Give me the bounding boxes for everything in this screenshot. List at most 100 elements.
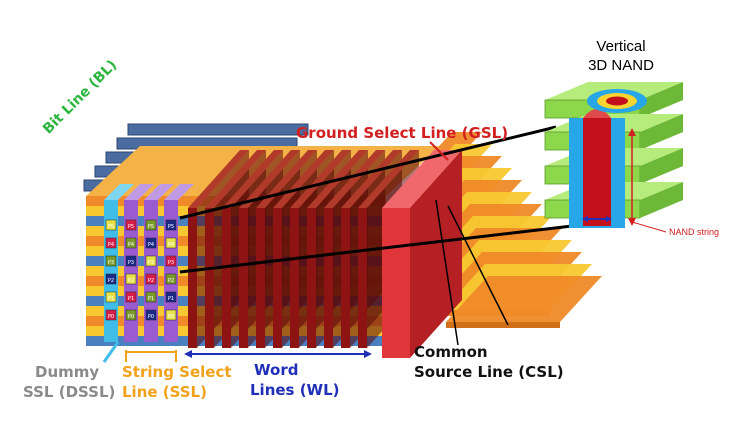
word-line-front xyxy=(307,208,316,348)
channel-cell xyxy=(105,291,117,303)
word-line-top xyxy=(239,150,300,208)
channel-cell xyxy=(165,309,177,321)
cell-label: P0 xyxy=(148,314,154,320)
callout-lines xyxy=(179,125,573,274)
channel-cell xyxy=(165,255,177,267)
word-lines xyxy=(188,150,419,348)
word-line-front xyxy=(273,208,282,348)
wl-label-line-2: Lines (WL) xyxy=(250,381,340,399)
plate-side xyxy=(640,182,683,218)
word-line-top xyxy=(188,150,249,208)
cell-label: P5 xyxy=(128,224,134,230)
channel-core xyxy=(583,118,611,226)
word-line-top xyxy=(256,150,317,208)
channel-cell xyxy=(165,291,177,303)
cell-label: P0 xyxy=(108,314,114,320)
channel-cell xyxy=(105,219,117,231)
ssl-label-line-1: String Select xyxy=(122,363,232,381)
cell-label: P1 xyxy=(108,296,114,302)
channel-cell xyxy=(125,237,137,249)
channel-cell xyxy=(105,309,117,321)
channel-cell xyxy=(125,291,137,303)
csl-label: Common Source Line (CSL) xyxy=(414,342,564,382)
cell-label: P1 xyxy=(168,296,174,302)
wl-label-line-1: Word xyxy=(254,361,299,379)
stair-top xyxy=(446,276,602,322)
channel-cell xyxy=(145,255,157,267)
nand-string-label: NAND string xyxy=(669,227,720,237)
csl-leader xyxy=(435,199,459,346)
ssl-label: String Select Line (SSL) xyxy=(122,362,232,402)
word-line-top xyxy=(324,150,385,208)
top-ring-core xyxy=(606,96,628,106)
dssl-label-line-1: Dummy xyxy=(35,363,100,381)
plate-side xyxy=(640,148,683,184)
plate-side xyxy=(640,82,683,118)
channel-cell xyxy=(125,309,137,321)
dssl-column xyxy=(104,184,134,342)
wl-span-arrow xyxy=(184,350,372,358)
channel-cell xyxy=(145,291,157,303)
ssl-label-line-2: Line (SSL) xyxy=(122,383,207,401)
channel-cell xyxy=(145,219,157,231)
word-line-front xyxy=(290,208,299,348)
cell-label: P0 xyxy=(128,314,134,320)
word-line-top xyxy=(273,150,334,208)
title-line-2: 3D NAND xyxy=(588,57,654,74)
channel-cell xyxy=(105,237,117,249)
word-line-front xyxy=(188,208,197,348)
channel-cell xyxy=(165,219,177,231)
dssl-label: Dummy SSL (DSSL) xyxy=(23,362,115,402)
word-line-front xyxy=(205,208,214,348)
cell-label: P4 xyxy=(108,242,114,248)
stair-edge xyxy=(446,322,560,328)
channel-cell xyxy=(105,255,117,267)
cell-label: P2 xyxy=(128,278,134,284)
gsl-leader xyxy=(429,141,449,161)
dssl-label-line-2: SSL (DSSL) xyxy=(23,383,116,401)
cell-label: P5 xyxy=(108,224,114,230)
csl-label-line-2: Source Line (CSL) xyxy=(414,363,564,381)
cell-label: P5 xyxy=(168,224,174,230)
channel-cell xyxy=(165,273,177,285)
cell-label: P2 xyxy=(168,278,174,284)
ssl-columns xyxy=(124,184,194,342)
cell-label: P4 xyxy=(168,242,174,248)
channel-cell xyxy=(125,219,137,231)
title-line-1: Vertical xyxy=(596,38,646,55)
nand-inset xyxy=(544,82,683,233)
word-line-front xyxy=(341,208,350,348)
gsl-label: Ground Select Line (GSL) xyxy=(296,124,509,142)
word-line-top xyxy=(205,150,266,208)
cell-label: P3 xyxy=(128,260,134,266)
channel-cell xyxy=(125,273,137,285)
word-line-front xyxy=(256,208,265,348)
cell-label: P1 xyxy=(148,296,154,302)
cell-label: P4 xyxy=(148,242,154,248)
cell-label: P3 xyxy=(168,260,174,266)
csl-leader-2 xyxy=(447,205,509,326)
word-line-front xyxy=(324,208,333,348)
word-line-top xyxy=(341,150,402,208)
wl-label: Word Lines (WL) xyxy=(250,360,340,400)
cell-label: P1 xyxy=(128,296,134,302)
ssl-markers xyxy=(102,341,177,363)
word-line-front xyxy=(358,208,367,348)
cell-label: P3 xyxy=(148,260,154,266)
cell-label: P3 xyxy=(108,260,114,266)
channel-cell xyxy=(165,237,177,249)
channel-cell xyxy=(145,237,157,249)
channel-cell xyxy=(145,309,157,321)
plate-side xyxy=(640,114,683,150)
cell-label: P5 xyxy=(148,224,154,230)
word-line-top xyxy=(290,150,351,208)
word-line-front xyxy=(239,208,248,348)
gsl-slab xyxy=(382,150,462,358)
channel-cell xyxy=(125,255,137,267)
channel-cell xyxy=(145,273,157,285)
cell-label: P0 xyxy=(168,314,174,320)
word-line-front xyxy=(222,208,231,348)
word-line-top xyxy=(222,150,283,208)
